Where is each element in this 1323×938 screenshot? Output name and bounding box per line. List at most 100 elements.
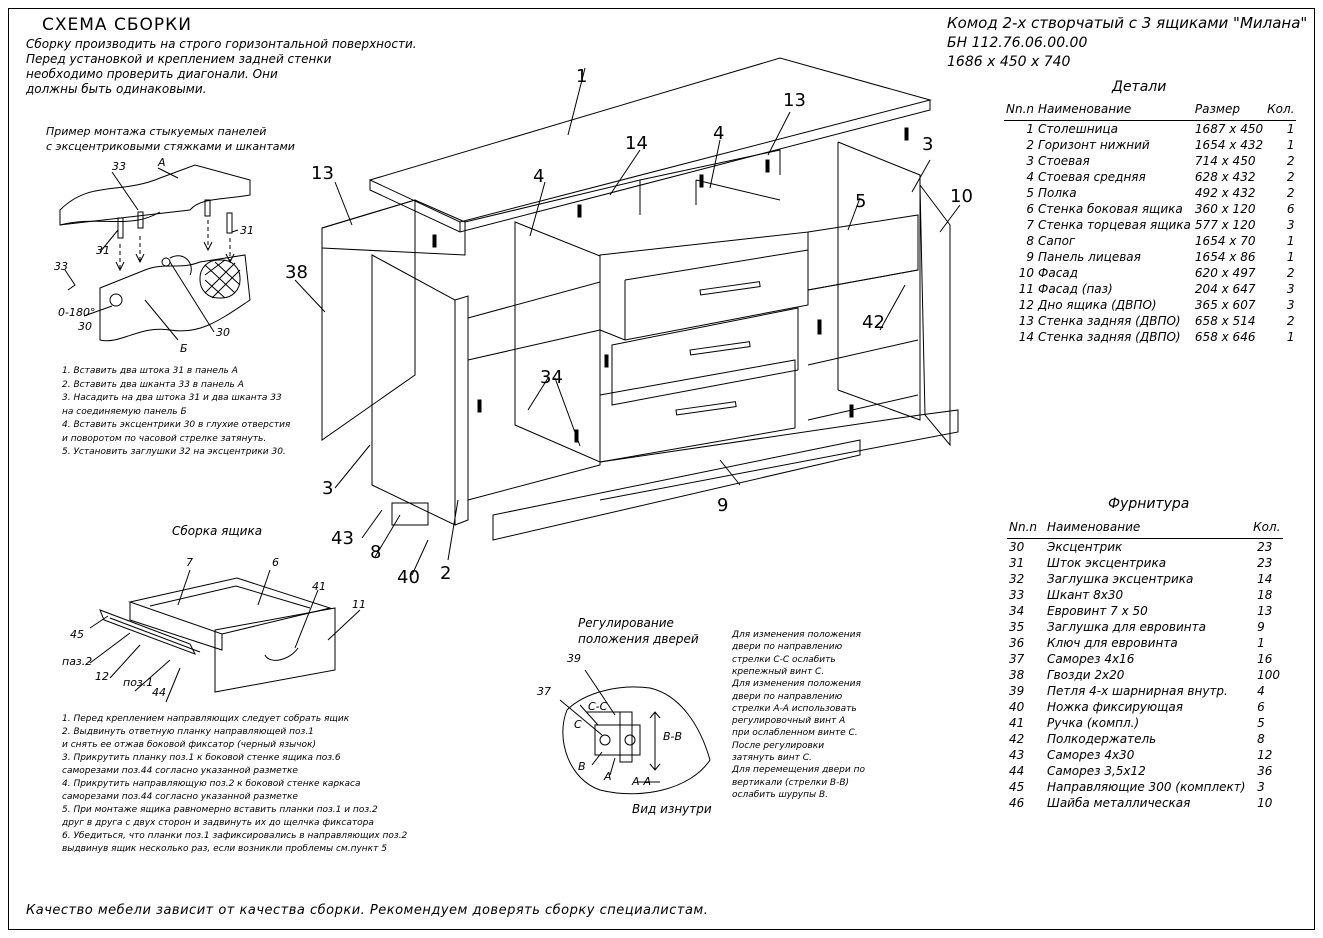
hinge-note: Для изменения положения: [732, 630, 861, 640]
eccentric-label: 30: [216, 326, 230, 339]
row-qty: 2: [1286, 170, 1295, 184]
callout-number: 13: [783, 90, 806, 111]
row-size: 360 х 120: [1194, 202, 1256, 216]
row-number: 33: [1009, 588, 1025, 602]
intro-line: необходимо проверить диагонали. Они: [26, 67, 278, 81]
eccentric-label: 33: [112, 160, 126, 173]
product-code: БН 112.76.06.00.00: [947, 35, 1088, 51]
row-qty: 23: [1257, 556, 1273, 570]
drawer-label: 45: [70, 628, 84, 641]
row-name: Ручка (компл.): [1047, 716, 1140, 730]
row-name: Панель лицевая: [1038, 250, 1141, 264]
eccentric-step: 5. Установить заглушки 32 на эксцентрики…: [62, 447, 286, 457]
intro-line: Перед установкой и креплением задней сте…: [26, 52, 332, 66]
row-number: 31: [1009, 556, 1025, 570]
callout-number: 43: [331, 528, 354, 549]
row-size: 1687 х 450: [1194, 122, 1264, 136]
hardware-header-row: Nn.n Наименование Кол.: [1007, 516, 1283, 539]
row-qty: 2: [1286, 186, 1295, 200]
row-qty: 36: [1257, 764, 1273, 778]
left-body-drawing: [467, 281, 601, 501]
row-qty: 6: [1257, 700, 1265, 714]
hinge-label: В: [578, 760, 586, 773]
row-name: Стенка боковая ящика: [1038, 202, 1183, 216]
row-name: Дно ящика (ДВПО): [1038, 298, 1157, 312]
row-qty: 1: [1286, 250, 1295, 264]
drawer-label: 6: [272, 556, 279, 569]
callout-number: 2: [440, 563, 452, 584]
row-qty: 14: [1257, 572, 1273, 586]
hinge-view-label: Вид изнутри: [632, 802, 712, 816]
callout-leaders: [294, 67, 961, 576]
row-name: Стенка торцевая ящика: [1038, 218, 1191, 232]
eccentric-caption: Пример монтажа стыкуемых панелей: [46, 125, 267, 138]
drawer-label: 12: [95, 670, 109, 683]
row-name: Саморез 3,5х12: [1047, 764, 1146, 778]
scheme-heading: СХЕМА СБОРКИ: [42, 15, 192, 35]
row-number: 42: [1009, 732, 1025, 746]
row-number: 30: [1009, 540, 1025, 554]
drawing-frame: [8, 8, 1315, 930]
eccentric-step: 3. Насадить на два штока 31 и два шканта…: [62, 393, 282, 403]
callout-number: 38: [285, 262, 308, 283]
row-number: 5: [1026, 186, 1035, 200]
col-size: Размер: [1192, 98, 1266, 121]
row-qty: 9: [1257, 620, 1265, 634]
hinge-note: стрелки А-А использовать: [732, 703, 857, 714]
row-qty: 2: [1286, 266, 1295, 280]
intro-line: должны быть одинаковыми.: [26, 82, 207, 96]
row-qty: 13: [1257, 604, 1273, 618]
hinge-label: С-С: [588, 700, 608, 713]
drawer-label: 7: [186, 556, 193, 569]
col-qty: Кол.: [1251, 516, 1283, 539]
row-number: 36: [1009, 636, 1025, 650]
row-number: 2: [1026, 138, 1035, 152]
row-name: Петля 4-х шарнирная внутр.: [1047, 684, 1228, 698]
callout-number: 4: [713, 123, 725, 144]
hinge-note: при ослабленном винте С.: [732, 728, 858, 739]
hinge-note: двери по направлению: [732, 691, 843, 702]
drawer-label: 11: [352, 598, 366, 611]
col-number: Nn.n: [1004, 98, 1037, 121]
row-name: Ключ для евровинта: [1047, 636, 1178, 650]
row-qty: 5: [1257, 716, 1265, 730]
row-number: 34: [1009, 604, 1025, 618]
drawer-step: 2. Выдвинуть ответную планку направляюще…: [62, 727, 314, 737]
row-qty: 2: [1286, 314, 1295, 328]
hinge-label: 39: [567, 652, 581, 665]
row-name: Шайба металлическая: [1047, 796, 1191, 810]
row-number: 46: [1009, 796, 1025, 810]
row-name: Ножка фиксирующая: [1047, 700, 1183, 714]
hinge-label: 37: [537, 685, 551, 698]
dowels-and-rods: [115, 199, 235, 276]
right-side-drawing: [837, 141, 921, 421]
intro-line: Сборку производить на строго горизонталь…: [26, 37, 417, 51]
drawer-step: друг в друга с двух сторон и задвинуть и…: [62, 818, 374, 828]
details-caption: Детали: [1112, 79, 1167, 95]
row-number: 14: [1018, 330, 1035, 344]
eccentric-label: 33: [54, 260, 68, 273]
row-size: 1654 х 432: [1194, 138, 1264, 152]
drawer-step: 6. Убедиться, что планки поз.1 зафиксиро…: [62, 831, 408, 841]
hinge-note: После регулировки: [732, 740, 825, 751]
callout-number: 40: [397, 567, 420, 588]
eccentric-step: и поворотом по часовой стрелке затянуть.: [62, 433, 267, 444]
row-qty: 6: [1286, 202, 1295, 216]
row-number: 45: [1009, 780, 1025, 794]
row-number: 4: [1026, 170, 1035, 184]
drawer-label: паз.2: [62, 655, 93, 668]
